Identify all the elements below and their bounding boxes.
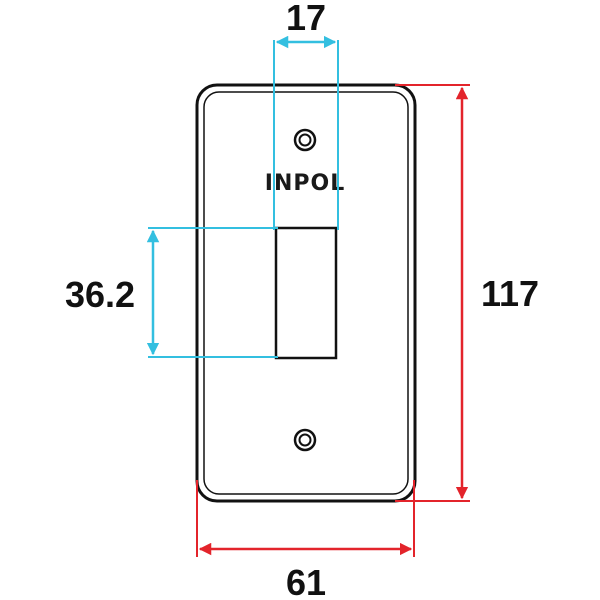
toggle-height-label: 36.2 bbox=[65, 274, 135, 315]
toggle-height-dimension: 36.2 bbox=[65, 227, 278, 358]
bottom-screw-icon bbox=[293, 428, 317, 452]
toggle-width-dimension: 17 bbox=[273, 0, 339, 230]
plate-width-label: 61 bbox=[286, 562, 326, 600]
plate-height-label: 117 bbox=[481, 273, 539, 314]
toggle-switch bbox=[274, 226, 338, 360]
plate-inner-outline bbox=[203, 91, 409, 495]
plate-height-dimension: 117 bbox=[395, 84, 539, 502]
toggle-width-label: 17 bbox=[286, 0, 326, 38]
brand-logo: INPOL bbox=[265, 171, 345, 196]
plate-width-dimension: 61 bbox=[196, 480, 415, 600]
top-screw-icon bbox=[293, 128, 317, 152]
